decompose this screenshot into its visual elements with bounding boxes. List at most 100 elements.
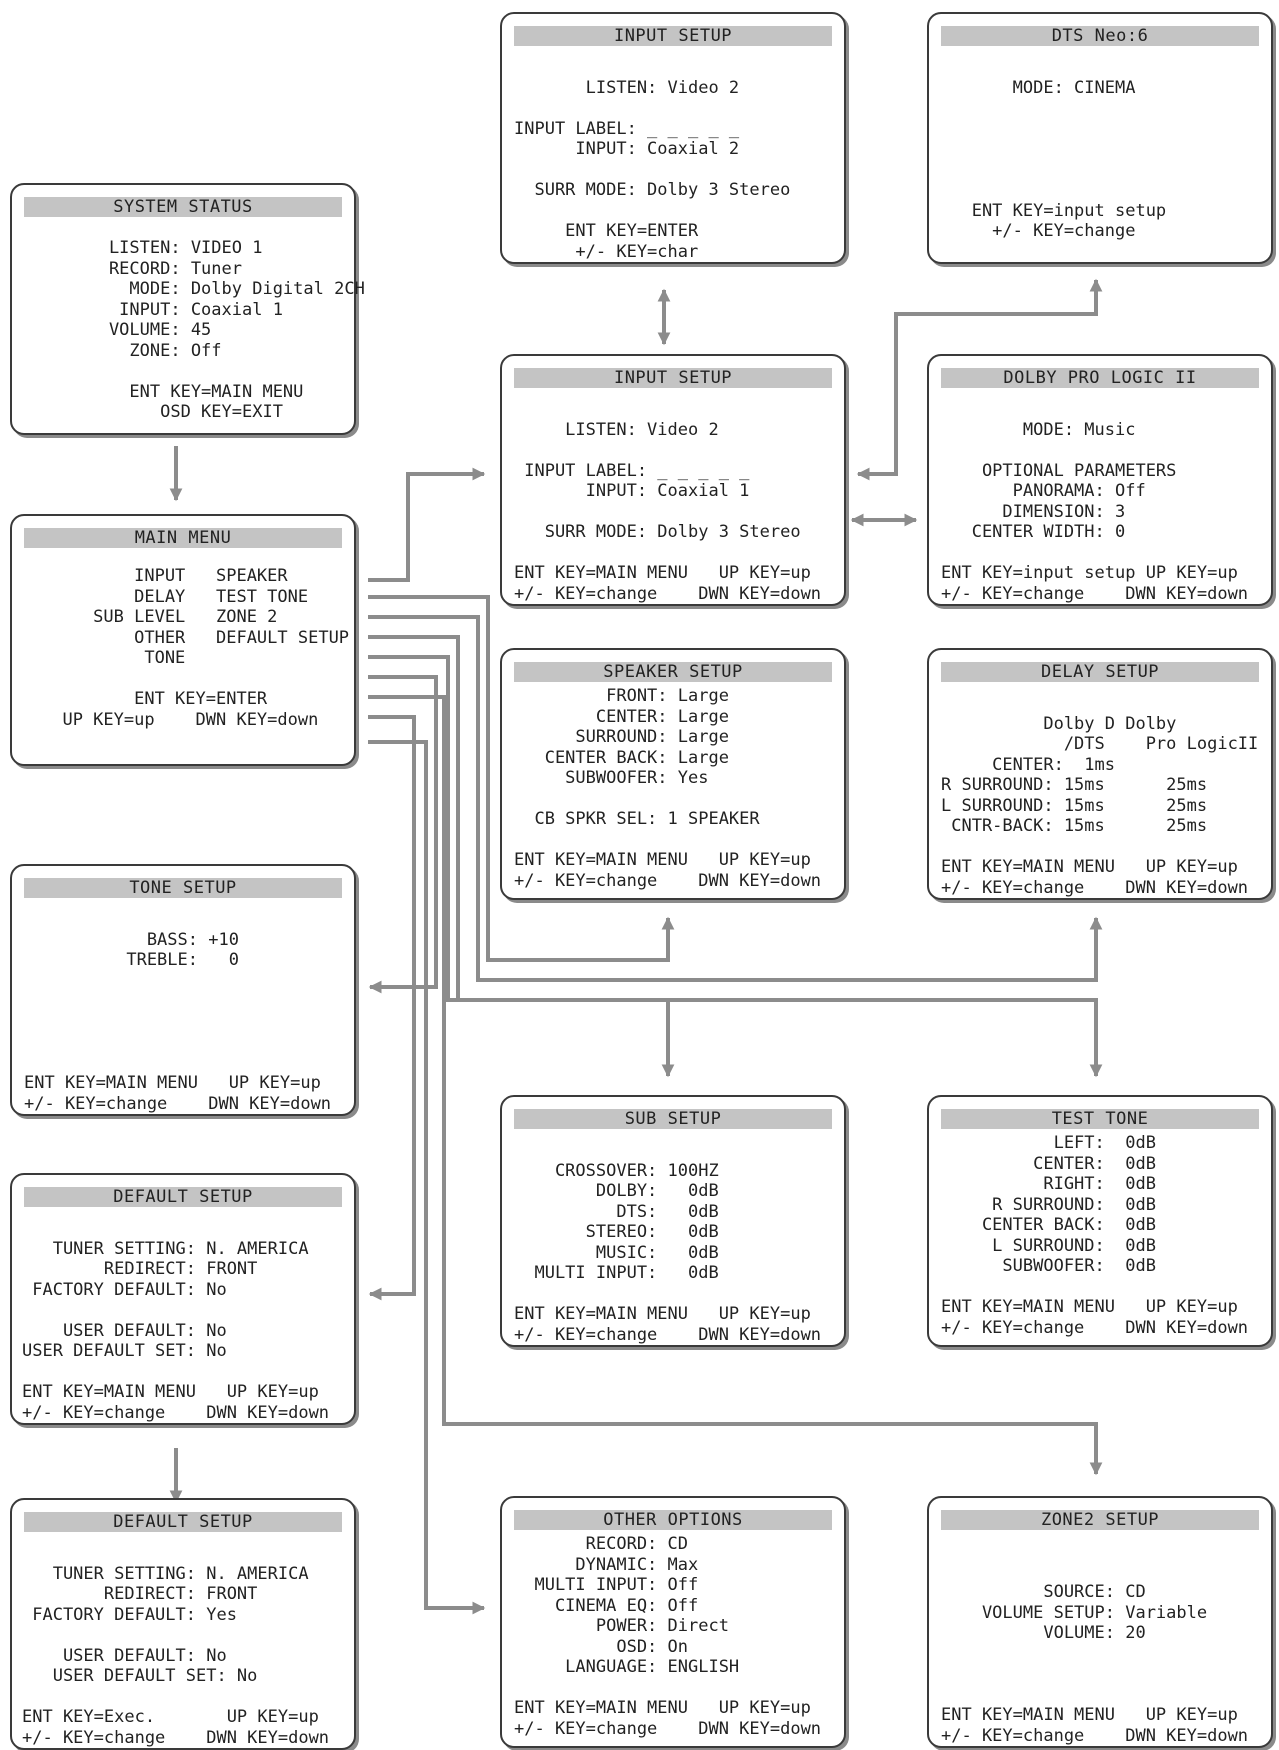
panel-line: TUNER SETTING: N. AMERICA	[22, 1238, 309, 1259]
panel-title: DOLBY PRO LOGIC II	[941, 368, 1259, 388]
panel-line: LANGUAGE: ENGLISH	[514, 1657, 740, 1677]
panel-input-setup: INPUT SETUP LISTEN: Video 2 INPUT LABEL:…	[500, 354, 846, 606]
panel-line: SURR MODE: Dolby 3 Stereo	[514, 180, 791, 200]
panel-line: CINEMA EQ: Off	[514, 1595, 699, 1616]
panel-default-setup-2: DEFAULT SETUP TUNER SETTING: N. AMERICA …	[10, 1498, 356, 1750]
panel-line: CENTER BACK: Large	[514, 747, 729, 768]
panel-line: FACTORY DEFAULT: No	[22, 1279, 227, 1300]
panel-line: SUB LEVEL ZONE 2	[42, 607, 278, 627]
panel-zone2-setup: ZONE2 SETUP SOURCE: CD VOLUME SETUP: Var…	[927, 1496, 1273, 1748]
panel-line: REDIRECT: FRONT	[22, 1584, 258, 1604]
panel-title: OTHER OPTIONS	[514, 1510, 832, 1530]
panel-line: CB SPKR SEL: 1 SPEAKER	[514, 809, 760, 829]
panel-line: ENT KEY=MAIN MENU UP KEY=up	[941, 1297, 1238, 1317]
panel-line: SURROUND: Large	[514, 727, 729, 747]
panel-title: ZONE2 SETUP	[941, 1510, 1259, 1530]
panel-line: +/- KEY=change DWN KEY=down	[941, 877, 1249, 898]
panel-delay-setup: DELAY SETUP Dolby D Dolby /DTS Pro Logic…	[927, 648, 1273, 900]
panel-line: +/- KEY=change DWN KEY=down	[22, 1727, 330, 1748]
panel-line: ENT KEY=Exec. UP KEY=up	[22, 1707, 319, 1727]
panel-title: INPUT SETUP	[514, 368, 832, 388]
panel-title: SPEAKER SETUP	[514, 662, 832, 682]
panel-system-status: SYSTEM STATUS LISTEN: VIDEO 1 RECORD: Tu…	[10, 183, 365, 435]
panel-line: +/- KEY=change DWN KEY=down	[22, 1402, 330, 1423]
panel-speaker-setup: SPEAKER SETUP FRONT: Large CENTER: Large…	[500, 648, 846, 900]
arrow-main-to-delay	[368, 615, 1103, 982]
panel-line: /DTS Pro LogicII	[941, 734, 1259, 754]
panel-line: INPUT: Coaxial 2	[514, 139, 740, 159]
panel-line: INPUT SPEAKER	[42, 566, 288, 586]
panel-line: POWER: Direct	[514, 1616, 729, 1636]
arrow-main-to-tone	[368, 675, 438, 994]
panel-line: PANORAMA: Off	[941, 481, 1146, 501]
panel-line: INPUT LABEL: _ _ _ _ _	[514, 118, 740, 139]
panel-line: TONE	[42, 648, 186, 668]
panel-line: Dolby D Dolby	[941, 713, 1177, 734]
panel-line: +/- KEY=change DWN KEY=down	[941, 1725, 1249, 1746]
panel-line: CROSSOVER: 100HZ	[514, 1160, 719, 1181]
panel-line: DYNAMIC: Max	[514, 1554, 699, 1575]
panel-line: SOURCE: CD	[941, 1582, 1146, 1602]
panel-line: USER DEFAULT: No	[22, 1320, 227, 1341]
panel-line: +/- KEY=change	[941, 221, 1136, 241]
arrow-main-to-other	[368, 740, 486, 1615]
panel-line: OSD KEY=EXIT	[68, 402, 283, 422]
panel-line: SUBWOOFER: 0dB	[941, 1256, 1156, 1276]
panel-line: +/- KEY=change DWN KEY=down	[941, 583, 1249, 604]
panel-line: MODE: Music	[941, 419, 1136, 440]
panel-line: CENTER: Large	[514, 706, 729, 727]
panel-line: RIGHT: 0dB	[941, 1174, 1156, 1194]
panel-line: OTHER DEFAULT SETUP	[42, 627, 350, 648]
panel-main-menu: MAIN MENU INPUT SPEAKER DELAY TEST TONE …	[10, 514, 356, 766]
panel-line: DELAY TEST TONE	[42, 586, 309, 607]
panel-line: OSD: On	[514, 1636, 688, 1657]
panel-line: UP KEY=up DWN KEY=down	[42, 709, 319, 730]
panel-dts-neo6: DTS Neo:6 MODE: CINEMA ENT KEY=input set…	[927, 12, 1273, 264]
panel-line: TUNER SETTING: N. AMERICA	[22, 1563, 309, 1584]
panel-line: +/- KEY=change DWN KEY=down	[514, 1718, 822, 1739]
panel-line: INPUT LABEL: _ _ _ _ _	[514, 460, 750, 481]
panel-line: ENT KEY=MAIN MENU UP KEY=up	[22, 1382, 319, 1402]
panel-line: MODE: Dolby Digital 2CH	[68, 279, 365, 299]
panel-line: ENT KEY=input setup UP KEY=up	[941, 563, 1238, 583]
panel-line: RECORD: Tuner	[68, 258, 242, 279]
panel-line: VOLUME: 20	[941, 1623, 1146, 1643]
panel-dolby-pro-logic: DOLBY PRO LOGIC II MODE: Music OPTIONAL …	[927, 354, 1273, 606]
panel-line: USER DEFAULT SET: No	[22, 1341, 227, 1361]
panel-title: SYSTEM STATUS	[24, 197, 342, 217]
panel-line: BASS: +10	[24, 929, 239, 950]
panel-line: MODE: CINEMA	[941, 77, 1136, 98]
panel-default-setup-1: DEFAULT SETUP TUNER SETTING: N. AMERICA …	[10, 1173, 356, 1425]
panel-line: +/- KEY=change DWN KEY=down	[24, 1093, 332, 1114]
arrow-main-to-testtone	[368, 655, 1103, 1078]
panel-line: ENT KEY=MAIN MENU UP KEY=up	[941, 857, 1238, 877]
panel-line: ENT KEY=MAIN MENU UP KEY=up	[514, 563, 811, 583]
panel-other-options: OTHER OPTIONS RECORD: CD DYNAMIC: Max MU…	[500, 1496, 846, 1748]
panel-line: +/- KEY=change DWN KEY=down	[514, 870, 822, 891]
panel-line: INPUT: Coaxial 1	[68, 299, 283, 320]
panel-line: +/- KEY=change DWN KEY=down	[514, 1324, 822, 1345]
arrow-main-to-zone2	[368, 695, 1103, 1476]
panel-line: RECORD: CD	[514, 1534, 688, 1554]
panel-line: FACTORY DEFAULT: Yes	[22, 1604, 237, 1625]
panel-line: R SURROUND: 15ms 25ms	[941, 775, 1208, 795]
panel-title: TEST TONE	[941, 1109, 1259, 1129]
panel-title: SUB SETUP	[514, 1109, 832, 1129]
panel-line: USER DEFAULT: No	[22, 1645, 227, 1666]
panel-line: +/- KEY=change DWN KEY=down	[941, 1317, 1249, 1338]
arrow-input-dts	[856, 278, 1103, 481]
panel-line: SUBWOOFER: Yes	[514, 768, 709, 788]
panel-line: OPTIONAL PARAMETERS	[941, 460, 1177, 481]
arrow-main-to-input	[368, 467, 486, 582]
panel-line: LISTEN: Video 2	[514, 419, 719, 440]
panel-line: CENTER WIDTH: 0	[941, 522, 1126, 542]
panel-line: LEFT: 0dB	[941, 1133, 1156, 1153]
panel-line: USER DEFAULT SET: No	[22, 1666, 258, 1686]
panel-line: MULTI INPUT: Off	[514, 1575, 699, 1595]
panel-title: DTS Neo:6	[941, 26, 1259, 46]
panel-title: DELAY SETUP	[941, 662, 1259, 682]
panel-line: ENT KEY=ENTER	[514, 221, 699, 241]
panel-line: ENT KEY=MAIN MENU UP KEY=up	[941, 1705, 1238, 1725]
panel-line: ZONE: Off	[68, 340, 222, 361]
